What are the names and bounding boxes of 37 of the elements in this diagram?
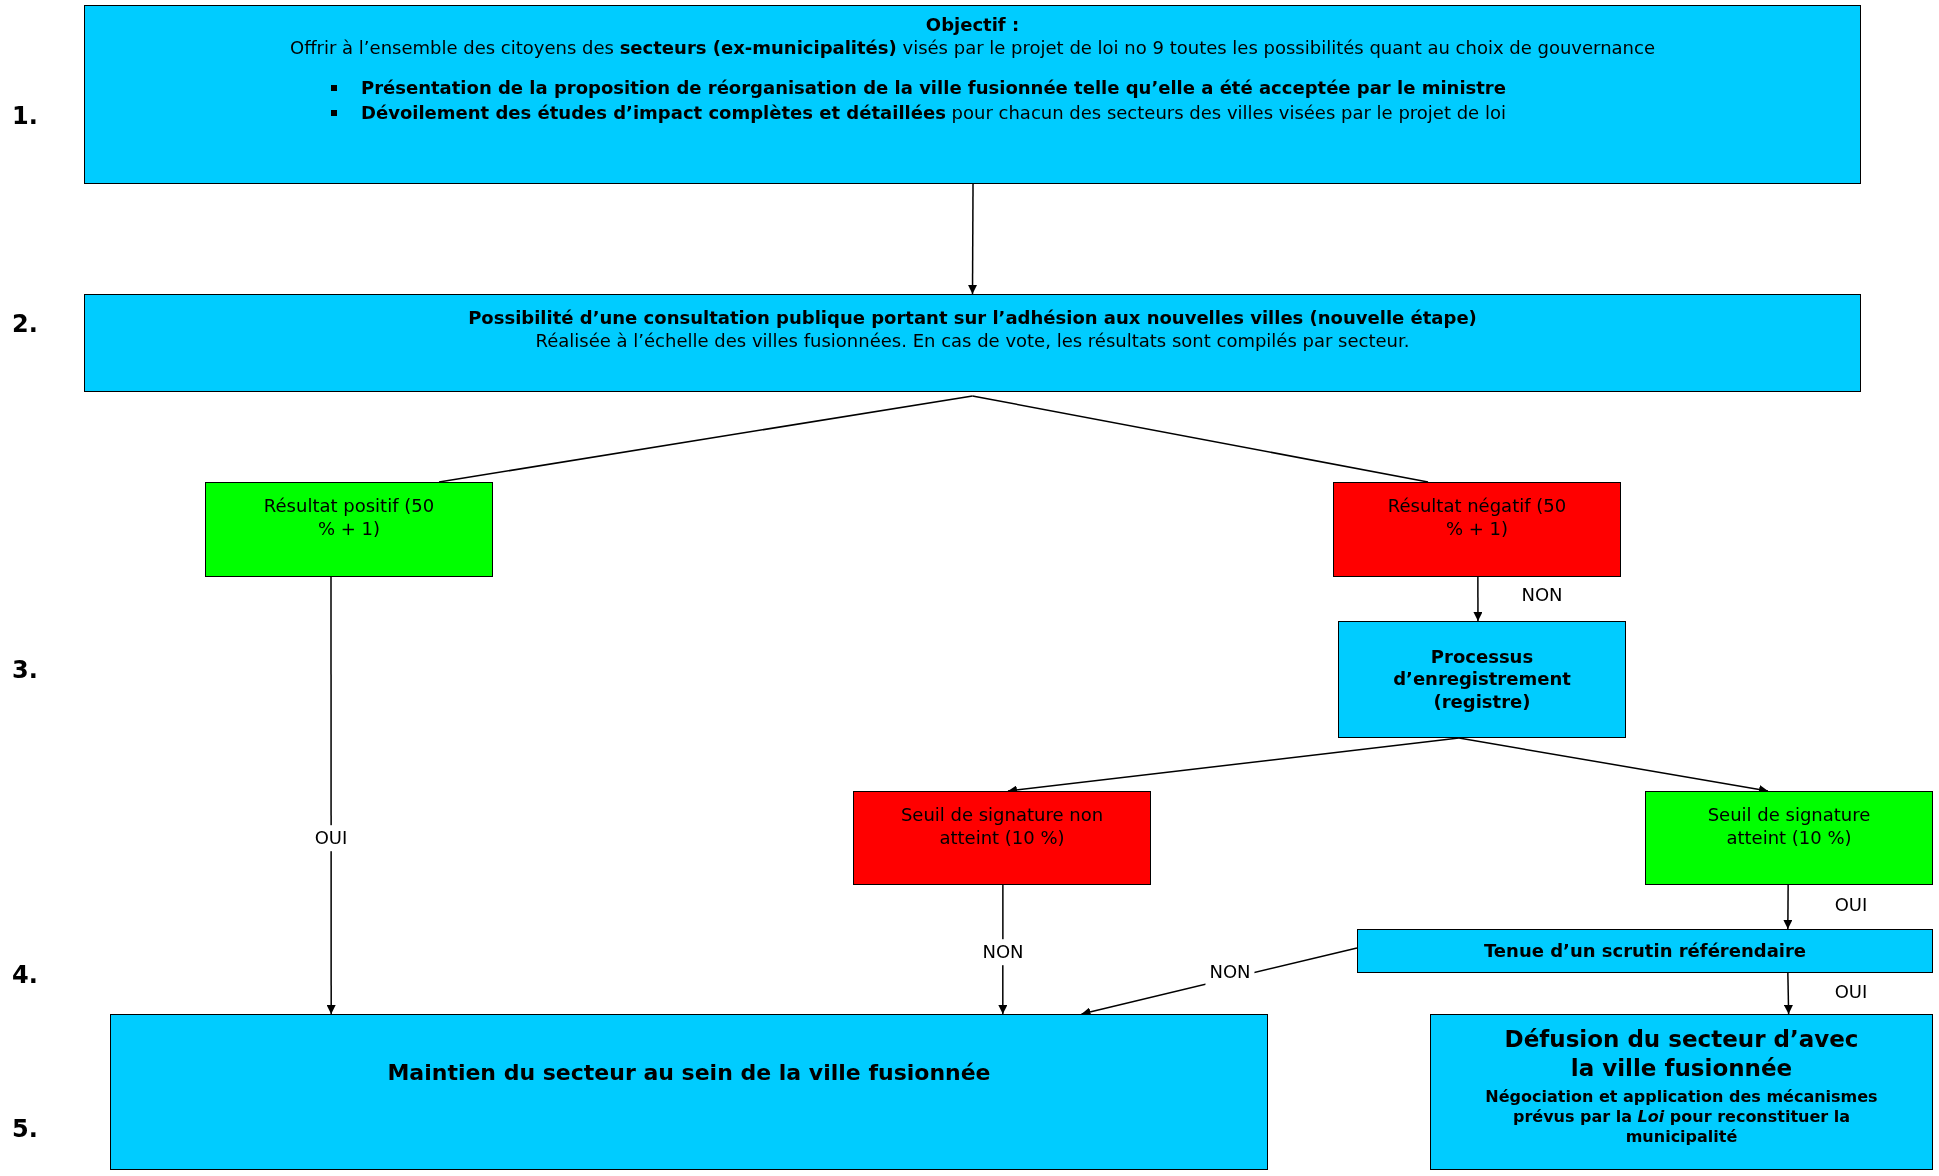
process-box: [1430, 1014, 1933, 1170]
box-heading: Objectif :: [925, 14, 1020, 37]
process-box: [84, 294, 1861, 392]
box-text: Tenue d’un scrutin référendaire: [1483, 939, 1807, 963]
process-box: [1645, 791, 1933, 885]
arrow: [968, 183, 978, 295]
process-box: [205, 482, 493, 577]
process-box: [1338, 621, 1626, 738]
step-number: 3.: [12, 658, 38, 682]
box-text: Réalisée à l’échelle des villes fusionnées. En cas de vote, les résultats sont compilés par secteur.: [535, 329, 1410, 352]
box-text: Résultat négatif (50 % + 1): [1387, 495, 1567, 540]
box-text: Maintien du secteur au sein de la ville fusionnée: [387, 1059, 991, 1087]
step-number: 2.: [12, 312, 38, 336]
bullet-text: Présentation de la proposition de réorganisation de la ville fusionnée telle qu’elle a été acceptée par le ministre: [361, 77, 1506, 100]
box-heading: Défusion du secteur d’avec la ville fusionnée: [1503, 1025, 1860, 1083]
box-text: Résultat positif (50 % + 1): [262, 495, 436, 540]
box-text: Offrir à l’ensemble des citoyens des secteurs (ex-municipalités) visés par le projet de loi no 9 toutes les possibilités quant au choix de gouvernance: [290, 36, 1655, 59]
step-number: 4.: [12, 963, 38, 987]
box-heading: Possibilité d’une consultation publique portant sur l’adhésion aux nouvelles villes (nouvelle étape): [468, 307, 1477, 330]
bullet-text: Dévoilement des études d’impact complètes et détaillées pour chacun des secteurs des villes visées par le projet de loi: [361, 101, 1506, 124]
box-text: Seuil de signature non atteint (10 %): [899, 804, 1105, 849]
arrow: [1473, 576, 1483, 622]
connector-line: [971, 395, 1429, 483]
arrow: [326, 576, 336, 1015]
process-box: [1357, 929, 1933, 973]
step-number: 1.: [12, 104, 38, 128]
step-number: 5.: [12, 1117, 38, 1141]
process-box: [1333, 482, 1621, 577]
process-box: [110, 1014, 1268, 1170]
process-box: [853, 791, 1151, 885]
arrow: [1783, 884, 1793, 930]
process-box: [84, 5, 1861, 184]
arrow: [1783, 972, 1793, 1015]
box-text: Seuil de signature atteint (10 %): [1706, 804, 1872, 849]
connector-line: [438, 395, 974, 483]
box-text: Négociation et application des mécanismes prévus par la Loi pour reconstituer la municipalité: [1484, 1086, 1879, 1147]
box-text: Processus d’enregistrement (registre): [1392, 645, 1572, 714]
